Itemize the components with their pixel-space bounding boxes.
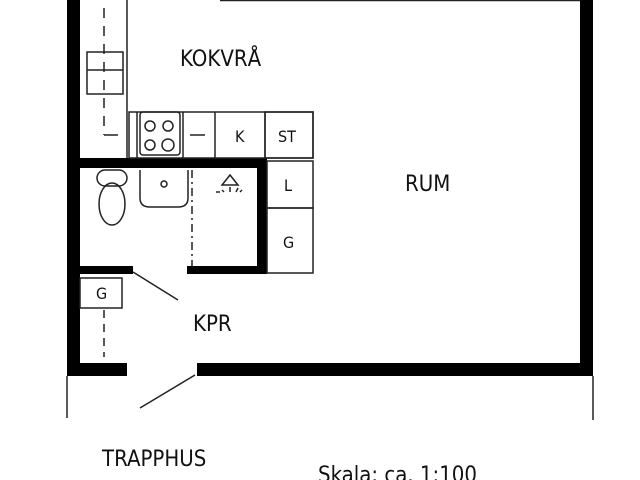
right-wall <box>580 0 593 376</box>
fridge-label: K <box>235 127 245 146</box>
wardrobe-cabinet <box>266 207 314 274</box>
bathroom-door-swing <box>132 271 179 301</box>
bathroom-right-wall <box>257 158 267 274</box>
storage-label: ST <box>278 127 296 146</box>
bathroom-bottom-wall-right <box>187 266 265 274</box>
bathroom-top-wall <box>80 158 267 168</box>
toilet-icon <box>96 169 128 226</box>
room-label-kitchen: KOKVRÅ <box>180 45 262 72</box>
linen-label: L <box>284 176 292 195</box>
bathroom-bottom-wall-left <box>80 266 133 274</box>
room-label-living: RUM <box>405 172 450 197</box>
scale-label: Skala: ca. 1:100 <box>318 463 477 480</box>
entrance-door-swing <box>139 374 196 409</box>
room-label-stairwell: TRAPPHUS <box>101 447 206 472</box>
hall-wardrobe-label: G <box>96 284 107 303</box>
sink-icon <box>139 170 189 208</box>
bottom-wall-left <box>67 363 127 376</box>
wall-cabinet <box>86 51 124 95</box>
left-wall <box>67 0 80 376</box>
storage-cabinet <box>264 111 314 159</box>
walls <box>67 0 593 376</box>
wardrobe-label: G <box>283 233 294 252</box>
bottom-wall-right <box>197 363 593 376</box>
room-label-hall: KPR <box>193 312 232 337</box>
hall-wardrobe <box>79 277 123 309</box>
stove-icon <box>139 111 181 156</box>
shower-icon <box>216 173 243 193</box>
